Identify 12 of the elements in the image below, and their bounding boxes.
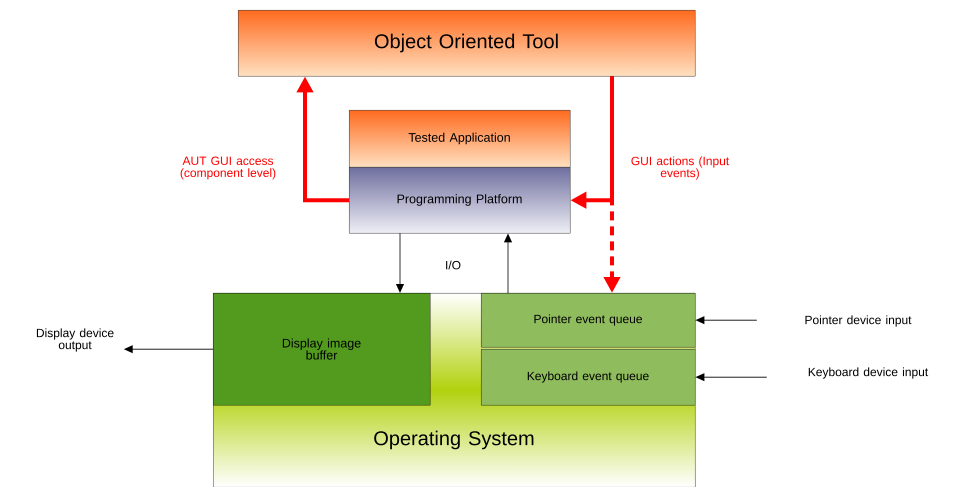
- edge-label: AUT GUI access (component level): [174, 156, 282, 180]
- buffer-box: Display image buffer: [213, 293, 430, 406]
- queue-box: Pointer event queue: [481, 293, 696, 348]
- device-label: Pointer device input: [805, 315, 912, 327]
- edge-label: GUI actions (Input events): [626, 155, 734, 181]
- queue-box: Keyboard event queue: [481, 349, 696, 406]
- process-box: Tested Application: [349, 110, 570, 168]
- process-box: Programming Platform: [349, 167, 570, 234]
- device-label: Display device output: [36, 328, 114, 352]
- process-box: Object Oriented Tool: [238, 10, 696, 76]
- device-label: Keyboard device input: [808, 367, 928, 379]
- io-label: I/O: [446, 260, 460, 270]
